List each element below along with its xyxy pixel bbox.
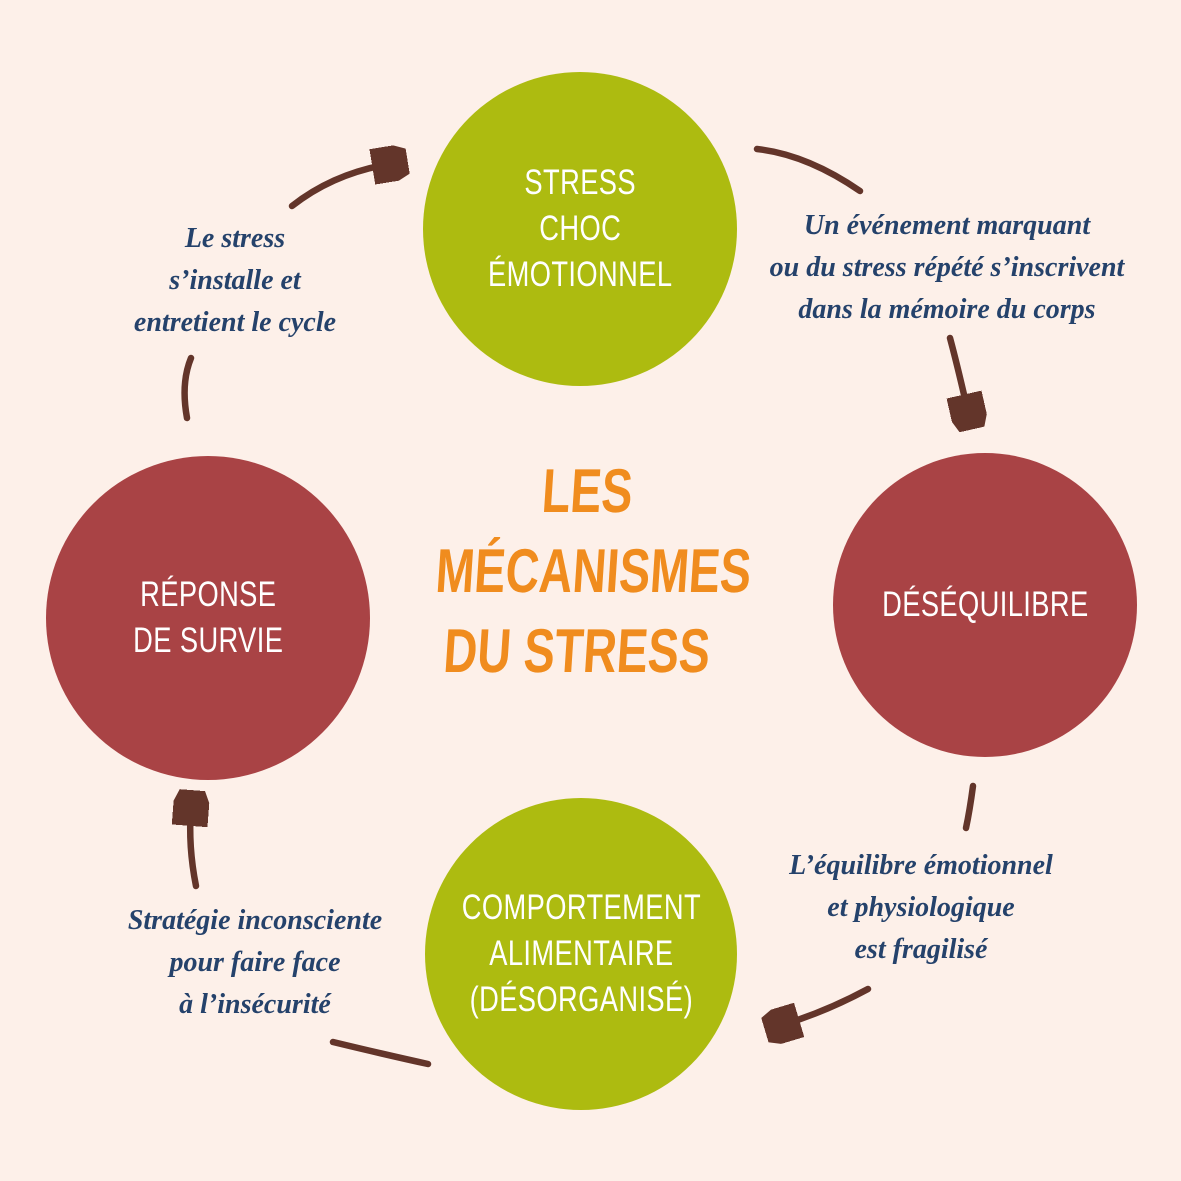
diagram-title: LES MÉCANISMES DU STRESS (428, 452, 754, 692)
node-label-line: RÉPONSE (139, 575, 277, 614)
arrow-right-to-bottom-tail (962, 782, 977, 832)
annotation-line: et physiologique (827, 892, 1015, 923)
arrow-top-to-right-tail (753, 145, 864, 195)
annotation-line: est fragilisé (854, 934, 988, 965)
arrow-bottom-to-left-head (190, 808, 196, 890)
node-label-line: STRESS (524, 163, 636, 202)
annotation-line: ou du stress répété s’inscrivent (769, 252, 1125, 283)
arrow-right-to-bottom-head (782, 985, 872, 1025)
node-label-line: ÉMOTIONNEL (487, 255, 673, 294)
node-label: STRESS CHOC ÉMOTIONNEL (488, 160, 672, 298)
annotation-cycle-maintenance: Le stress s’installe et entretient le cy… (60, 218, 410, 344)
arrow-left-to-top-head (288, 164, 390, 210)
node-label-line: DE SURVIE (132, 621, 284, 660)
node-reponse-de-survie: RÉPONSE DE SURVIE (46, 456, 370, 780)
node-label-line: DÉSÉQUILIBRE (881, 585, 1089, 624)
annotation-strategie-inconsciente: Stratégie inconsciente pour faire face à… (55, 900, 455, 1026)
annotation-equilibre-fragilise: L’équilibre émotionnel et physiologique … (721, 845, 1121, 971)
node-label: COMPORTEMENT ALIMENTAIRE (DÉSORGANISÉ) (461, 885, 700, 1023)
node-desequilibre: DÉSÉQUILIBRE (833, 453, 1137, 757)
annotation-line: entretient le cycle (133, 307, 337, 338)
annotation-line: L’équilibre émotionnel (789, 850, 1053, 881)
node-label-line: ALIMENTAIRE (488, 934, 674, 973)
title-line: LES (539, 457, 635, 526)
node-comportement-alimentaire: COMPORTEMENT ALIMENTAIRE (DÉSORGANISÉ) (425, 798, 737, 1110)
annotation-stress-inscription: Un événement marquant ou du stress répét… (747, 205, 1147, 331)
annotation-line: Le stress (184, 223, 286, 254)
node-label: DÉSÉQUILIBRE (882, 582, 1088, 628)
annotation-line: pour faire face (169, 947, 341, 978)
title-line: MÉCANISMES (433, 537, 754, 606)
arrow-bottom-to-left-tail (329, 1038, 432, 1068)
annotation-line: s’installe et (169, 265, 301, 296)
annotation-line: dans la mémoire du corps (798, 294, 1096, 325)
node-stress-choc-emotionnel: STRESS CHOC ÉMOTIONNEL (423, 72, 737, 386)
arrow-top-to-right-head (950, 334, 968, 412)
title-line: DU STRESS (441, 617, 713, 686)
node-label: RÉPONSE DE SURVIE (133, 572, 283, 664)
node-label-line: CHOC (539, 209, 621, 248)
annotation-line: Un événement marquant (803, 210, 1091, 241)
annotation-line: à l’insécurité (179, 989, 331, 1020)
node-label-line: (DÉSORGANISÉ) (469, 980, 693, 1019)
annotation-line: Stratégie inconsciente (127, 905, 383, 936)
node-label-line: COMPORTEMENT (461, 888, 701, 927)
arrow-left-to-top-tail (181, 354, 195, 422)
